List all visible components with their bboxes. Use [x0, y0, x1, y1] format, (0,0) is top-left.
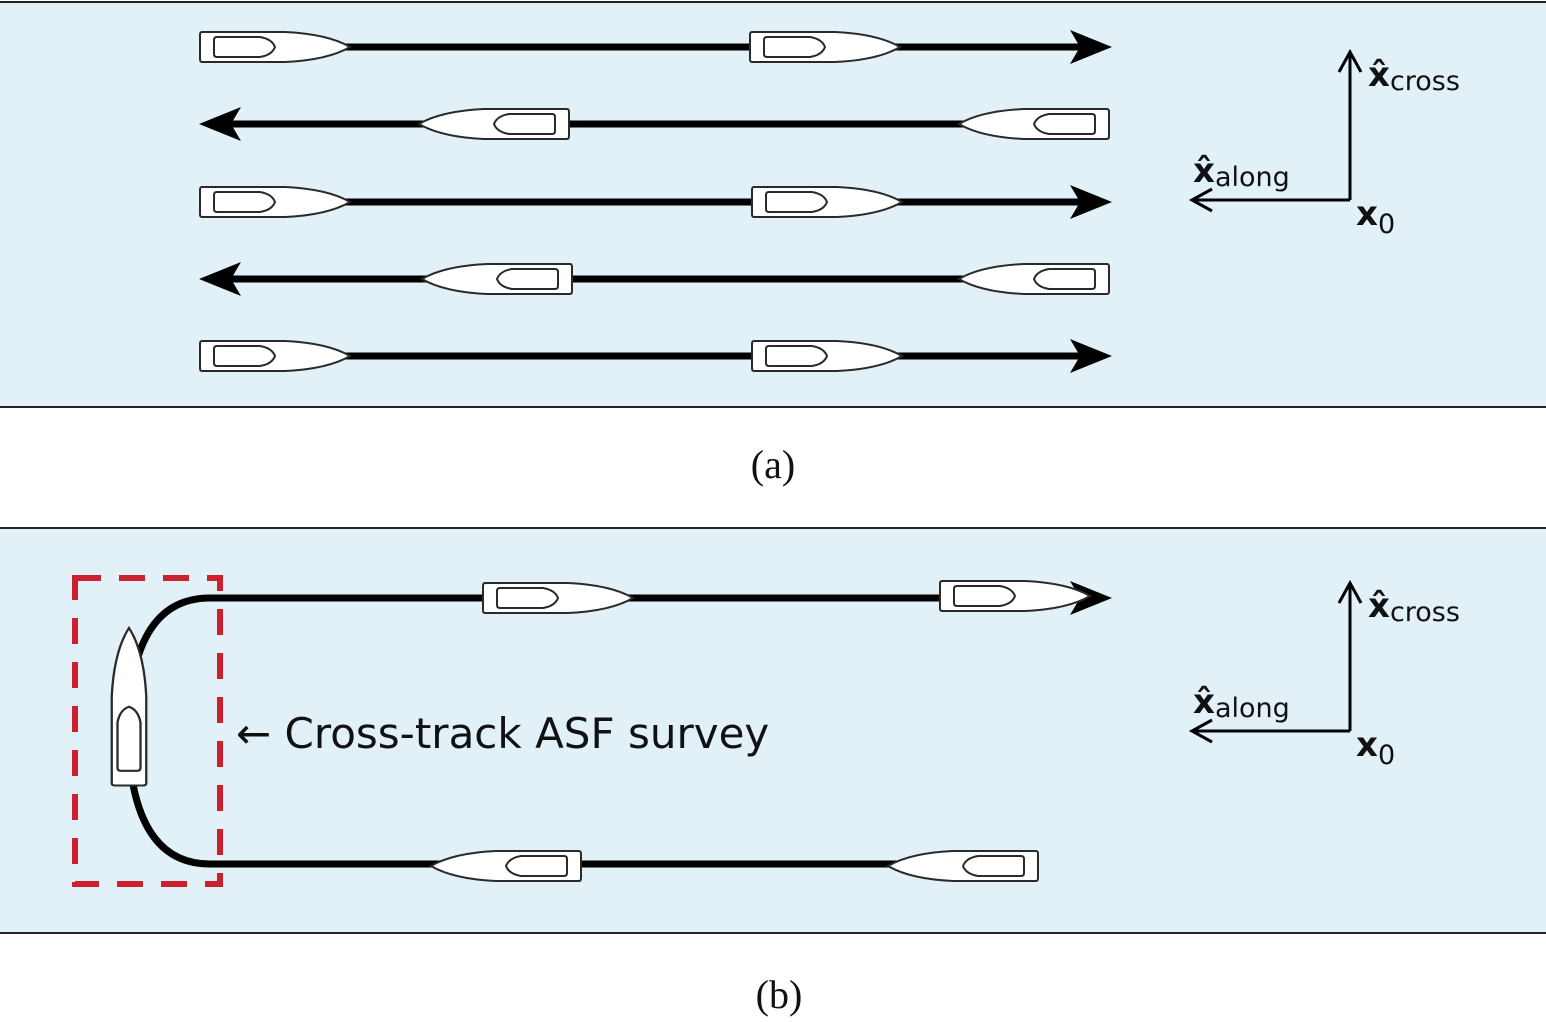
- arrowhead-icon: [1070, 339, 1112, 373]
- panel-b: ← Cross-track ASF survey x̂cross x̂along…: [0, 527, 1546, 934]
- cross-axis-label: x̂cross: [1368, 586, 1460, 628]
- caption-b: (b): [756, 972, 803, 1017]
- arrowhead-icon: [1070, 30, 1112, 64]
- cross-track-survey-highlight: [72, 575, 223, 887]
- cross-axis-arrow: [1337, 48, 1363, 200]
- arrowhead-icon: [199, 262, 241, 296]
- caption-a: (a): [751, 442, 795, 487]
- panel-a-axes: x̂cross x̂along x0: [1188, 48, 1460, 240]
- cross-axis-label: x̂cross: [1368, 55, 1460, 97]
- arrowhead-icon: [199, 107, 241, 141]
- along-axis-label: x̂along: [1193, 682, 1290, 724]
- panel-a: x̂cross x̂along x0: [0, 1, 1546, 408]
- arrowhead-icon: [1070, 581, 1112, 615]
- along-axis-arrow: [1188, 187, 1350, 213]
- panel-b-axes: x̂cross x̂along x0: [1188, 579, 1460, 771]
- arrowhead-icon: [1070, 185, 1112, 219]
- panel-a-tracks: [230, 43, 1080, 360]
- origin-label: x0: [1356, 725, 1395, 771]
- along-axis-label: x̂along: [1193, 151, 1290, 193]
- cross-axis-arrow: [1337, 579, 1363, 731]
- panel-a-arrowheads: [199, 30, 1112, 373]
- along-axis-arrow: [1188, 718, 1350, 744]
- cross-track-annotation: ← Cross-track ASF survey: [236, 709, 769, 758]
- origin-label: x0: [1356, 194, 1395, 240]
